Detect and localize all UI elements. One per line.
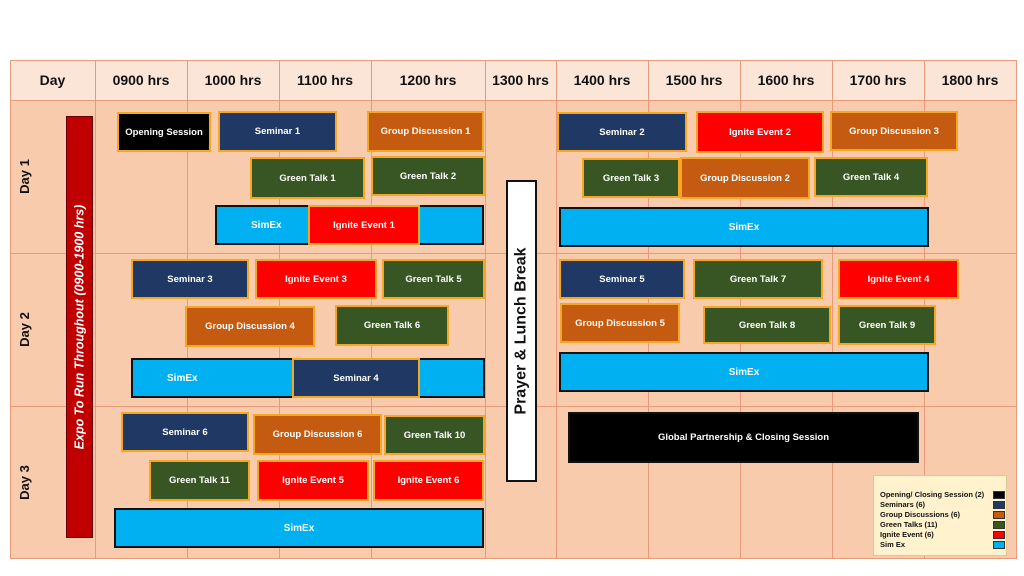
event-block[interactable]: Seminar 2 — [557, 112, 687, 152]
event-block[interactable]: Group Discussion 1 — [367, 111, 484, 152]
event-block[interactable]: Global Partnership & Closing Session — [568, 412, 919, 463]
event-block[interactable]: Group Discussion 4 — [185, 306, 315, 347]
grid-line — [556, 60, 557, 558]
event-block[interactable]: Green Talk 11 — [149, 460, 250, 501]
event-block[interactable]: Ignite Event 1 — [308, 205, 420, 245]
event-block[interactable]: Group Discussion 2 — [680, 157, 810, 199]
grid-line — [10, 100, 1017, 101]
prayer-lunch-break: Prayer & Lunch Break — [506, 180, 537, 482]
grid-line — [95, 60, 96, 558]
event-block[interactable]: Green Talk 5 — [382, 259, 485, 299]
event-block[interactable]: Group Discussion 5 — [560, 303, 680, 343]
event-block[interactable]: Seminar 3 — [131, 259, 249, 299]
simex-bar[interactable]: SimEx — [114, 508, 484, 548]
day-label: Day 3 — [16, 464, 32, 500]
header-row — [10, 60, 1017, 100]
event-block[interactable]: Opening Session — [117, 112, 211, 152]
header-time: 1500 hrs — [665, 72, 723, 88]
event-block[interactable]: Green Talk 1 — [250, 157, 365, 199]
event-block[interactable]: Ignite Event 6 — [373, 460, 484, 501]
event-block[interactable]: Ignite Event 5 — [257, 460, 369, 501]
legend: Opening/ Closing Session (2) Seminars (6… — [873, 475, 1007, 556]
header-time: 1100 hrs — [296, 72, 354, 88]
event-block[interactable]: Seminar 1 — [218, 111, 337, 152]
event-block[interactable]: Ignite Event 2 — [696, 111, 824, 153]
header-time: 1800 hrs — [941, 72, 999, 88]
grid-line — [10, 60, 11, 558]
day-label: Day 1 — [16, 159, 32, 194]
event-block[interactable]: Green Talk 8 — [703, 306, 831, 344]
grid-line — [10, 558, 1017, 559]
event-block[interactable]: Ignite Event 3 — [255, 259, 377, 299]
header-day: Day — [39, 72, 66, 88]
header-time: 1400 hrs — [573, 72, 631, 88]
event-block[interactable]: Group Discussion 3 — [830, 111, 958, 151]
header-time: 1000 hrs — [204, 72, 262, 88]
legend-swatch — [993, 511, 1005, 519]
legend-item: Ignite Event (6) — [880, 530, 1006, 540]
event-block[interactable]: Seminar 4 — [292, 358, 420, 398]
legend-swatch — [993, 491, 1005, 499]
event-block[interactable]: Green Talk 2 — [371, 156, 485, 196]
legend-swatch — [993, 501, 1005, 509]
header-time: 0900 hrs — [112, 72, 170, 88]
legend-swatch — [993, 531, 1005, 539]
header-time: 1600 hrs — [757, 72, 815, 88]
schedule-grid: Day 0900 hrs 1000 hrs 1100 hrs 1200 hrs … — [10, 60, 1017, 560]
legend-swatch — [993, 521, 1005, 529]
simex-bar[interactable]: SimEx — [559, 352, 929, 392]
event-block[interactable]: Ignite Event 4 — [838, 259, 959, 299]
legend-swatch — [993, 541, 1005, 549]
expo-bar: Expo To Run Throughout (0900-1900 hrs) — [66, 116, 93, 538]
event-block[interactable]: Green Talk 10 — [384, 415, 485, 455]
legend-item: Seminars (6) — [880, 500, 1006, 510]
event-block[interactable]: Group Discussion 6 — [253, 414, 382, 455]
event-block[interactable]: Green Talk 6 — [335, 305, 449, 346]
event-block[interactable]: Seminar 6 — [121, 412, 249, 452]
event-block[interactable]: Green Talk 7 — [693, 259, 823, 299]
day-label: Day 2 — [16, 312, 32, 347]
header-time: 1700 hrs — [849, 72, 907, 88]
header-time: 1200 hrs — [399, 72, 457, 88]
event-block[interactable]: Green Talk 3 — [582, 158, 680, 198]
grid-line — [1016, 60, 1017, 558]
grid-line — [832, 60, 833, 558]
header-time: 1300 hrs — [492, 72, 549, 88]
legend-item: Group Discussions (6) — [880, 510, 1006, 520]
event-block[interactable]: Green Talk 4 — [814, 157, 928, 197]
simex-bar[interactable]: SimEx — [559, 207, 929, 247]
legend-item: Sim Ex — [880, 540, 1006, 550]
event-block[interactable]: Seminar 5 — [559, 259, 685, 299]
legend-item: Green Talks (11) — [880, 520, 1006, 530]
grid-line — [10, 60, 1017, 61]
event-block[interactable]: Green Talk 9 — [838, 305, 936, 345]
legend-item: Opening/ Closing Session (2) — [880, 490, 1006, 500]
grid-line — [485, 60, 486, 558]
